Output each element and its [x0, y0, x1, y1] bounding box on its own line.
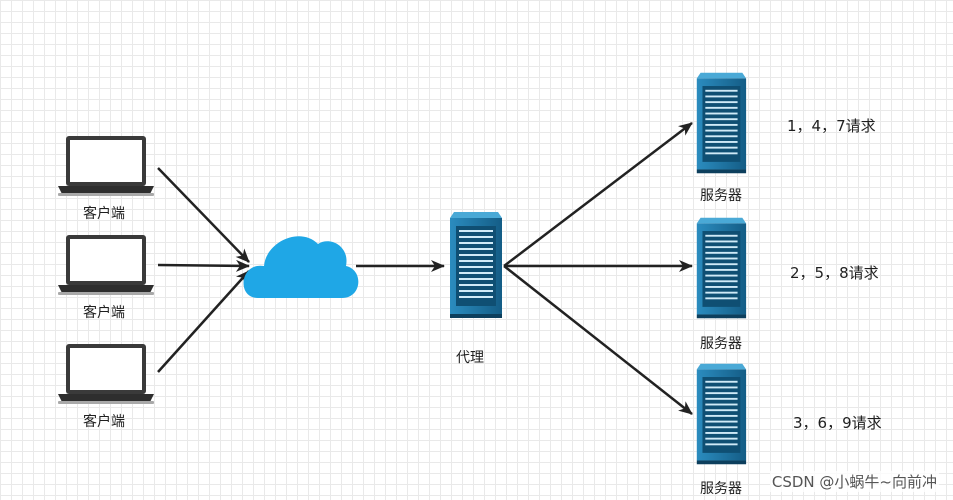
arrow-client2-to-cloud: [157, 259, 250, 272]
client-label: 客户端: [83, 206, 125, 222]
request-note: 3，6，9请求: [793, 414, 882, 432]
client-label: 客户端: [83, 305, 125, 321]
arrow-proxy-to-server3: [503, 265, 693, 415]
server-icon: [696, 217, 747, 319]
proxy-label: 代理: [456, 350, 484, 366]
cloud-icon: [243, 236, 359, 298]
server-icon: [696, 363, 747, 465]
client-laptop-icon: [58, 344, 154, 404]
request-note: 2，5，8请求: [790, 264, 879, 282]
server-label: 服务器: [700, 336, 742, 352]
server-label: 服务器: [700, 188, 742, 204]
arrow-proxy-to-server1: [503, 122, 693, 267]
arrow-client1-to-cloud: [157, 167, 250, 263]
client-label: 客户端: [83, 414, 125, 430]
server-icon: [696, 72, 747, 174]
request-note: 1，4，7请求: [787, 117, 876, 135]
arrow-client3-to-cloud: [157, 270, 250, 373]
watermark: CSDN @小蜗牛~向前冲: [769, 471, 939, 492]
server-label: 服务器: [700, 481, 742, 497]
client-laptop-icon: [58, 136, 154, 196]
proxy-server-icon: [450, 212, 502, 318]
client-laptop-icon: [58, 235, 154, 295]
